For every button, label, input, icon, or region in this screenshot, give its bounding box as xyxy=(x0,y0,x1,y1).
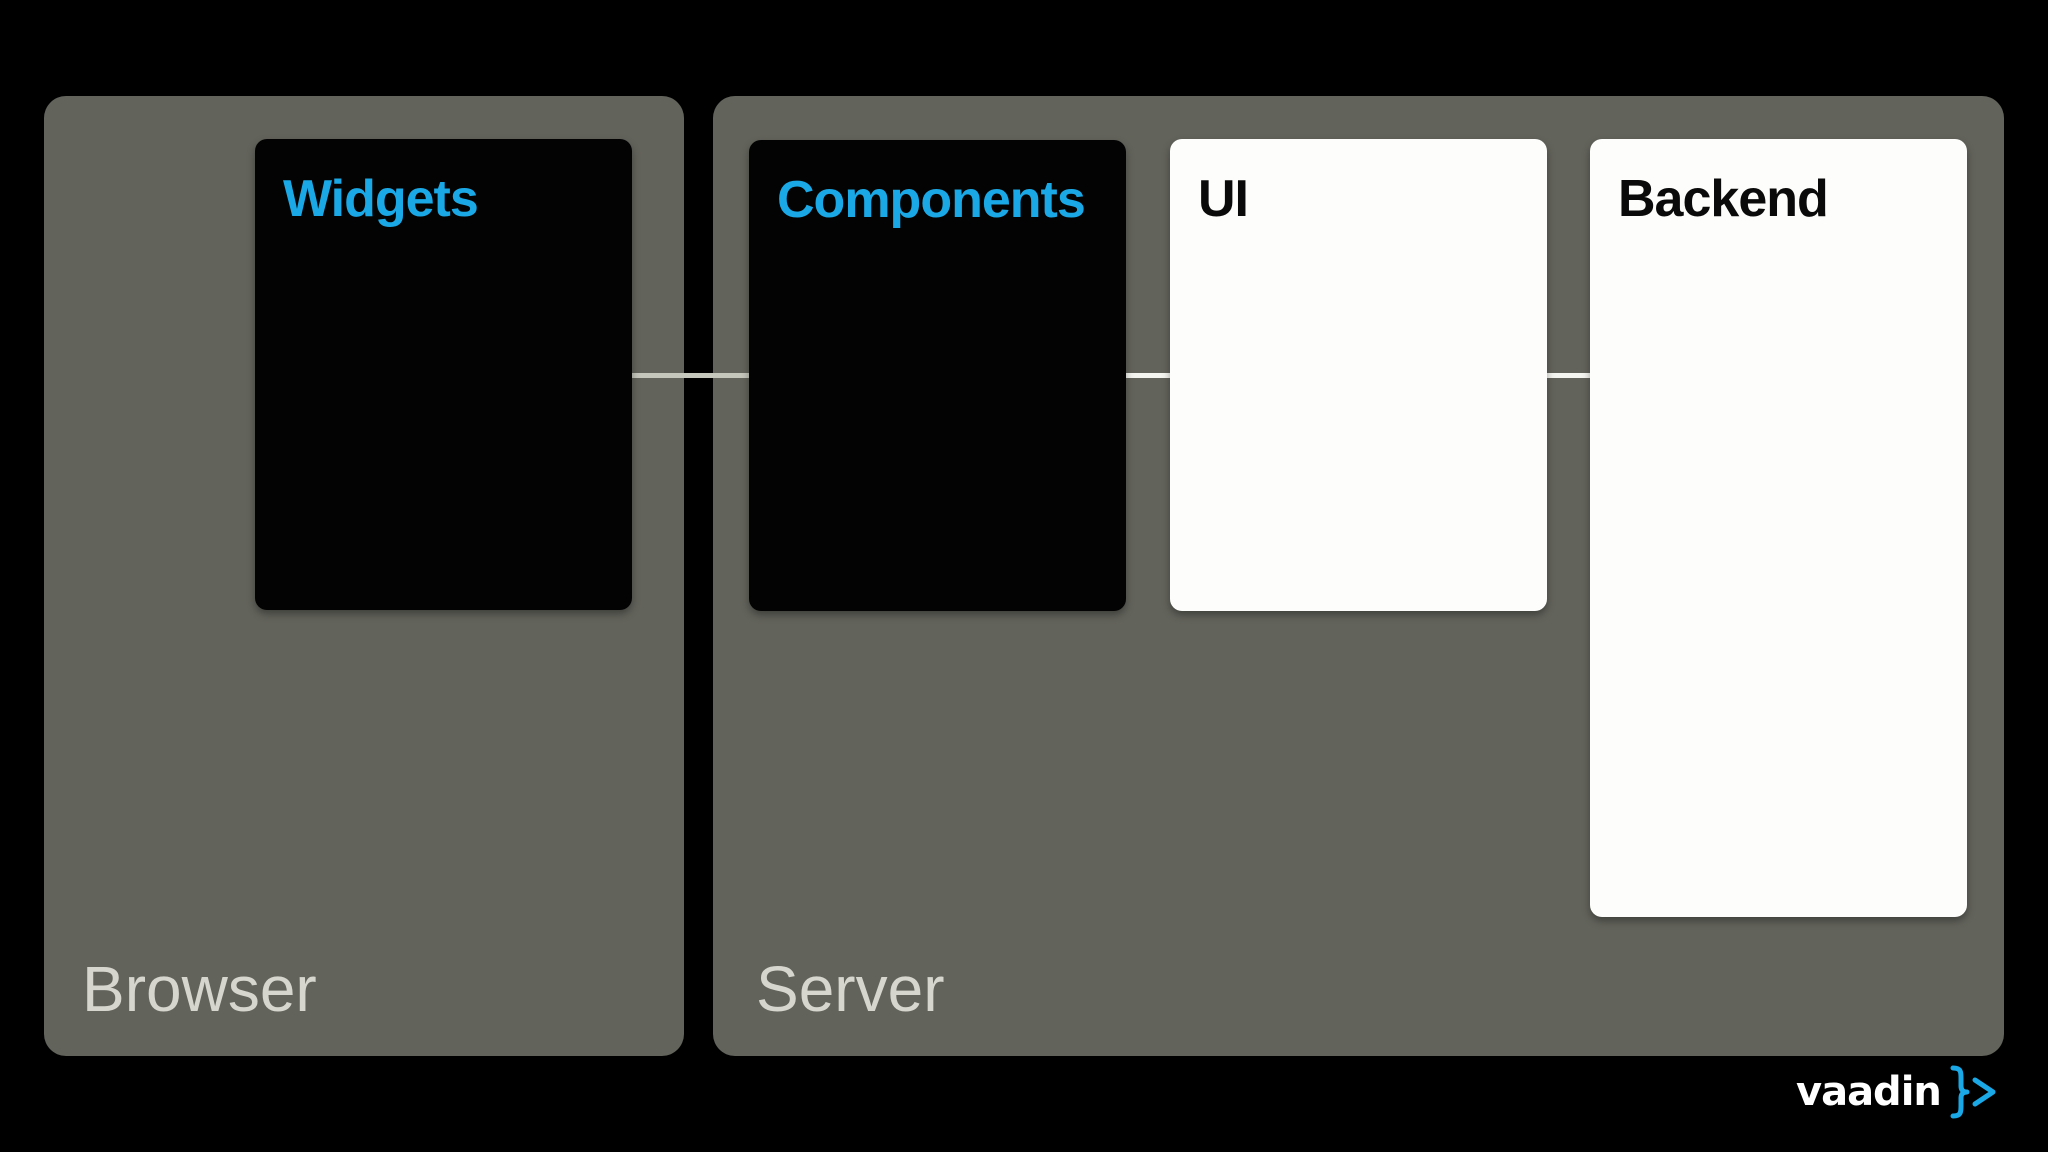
browser-zone-label: Browser xyxy=(82,953,317,1025)
widgets-card: Widgets xyxy=(255,139,632,610)
vaadin-bracket-icon xyxy=(1950,1065,1996,1119)
widgets-components-connector xyxy=(632,373,750,378)
ui-backend-connector xyxy=(1546,373,1591,378)
ui-card: UI xyxy=(1170,139,1547,611)
server-zone-label: Server xyxy=(756,953,945,1025)
vaadin-logo: vaadin xyxy=(1796,1062,1999,1122)
backend-card: Backend xyxy=(1590,139,1967,917)
ui-card-title: UI xyxy=(1198,170,1249,228)
components-ui-connector xyxy=(1125,373,1170,378)
vaadin-logo-text: vaadin xyxy=(1796,1069,1942,1115)
backend-card-title: Backend xyxy=(1618,170,1829,228)
components-card: Components xyxy=(749,140,1126,611)
components-card-title: Components xyxy=(777,171,1086,229)
widgets-card-title: Widgets xyxy=(283,170,479,228)
